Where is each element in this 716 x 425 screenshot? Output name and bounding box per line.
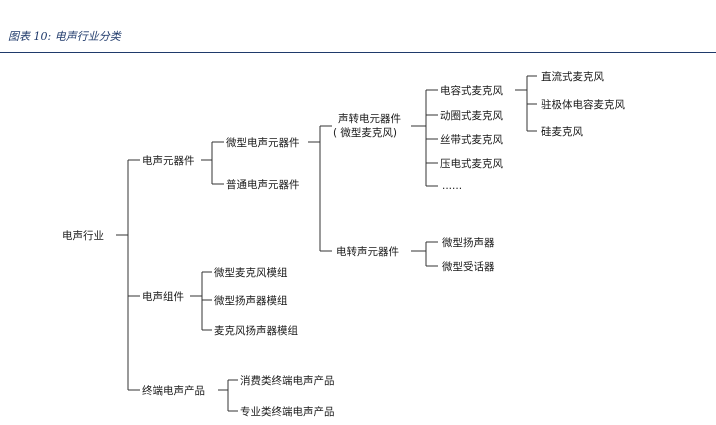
node-micro-speaker: 微型扬声器 <box>442 236 495 249</box>
node-electric-to-sound: 电转声元器件 <box>336 245 399 258</box>
node-micro-components: 微型电声元器件 <box>226 136 300 149</box>
caption-divider <box>0 52 716 53</box>
node-dynamic-mic: 动圈式麦克风 <box>440 109 503 122</box>
node-micro-receiver: 微型受话器 <box>442 260 495 273</box>
node-components: 电声元器件 <box>142 154 195 167</box>
node-condenser-mic: 电容式麦克风 <box>440 84 503 97</box>
node-terminal-products: 终端电声产品 <box>142 384 205 397</box>
node-electret-mic: 直流式麦克风 <box>541 70 604 83</box>
node-mic-speaker-module: 麦克风扬声器模组 <box>214 324 298 337</box>
figure-caption: 图表 10: 电声行业分类 <box>8 30 121 43</box>
node-pro-products: 专业类终端电声产品 <box>240 405 335 418</box>
node-silicon-mic: 硅麦克风 <box>541 125 583 138</box>
node-root: 电声行业 <box>62 229 104 242</box>
node-ribbon-mic: 丝带式麦克风 <box>440 133 503 146</box>
node-sound-to-electric-sub: ( 微型麦克风) <box>333 126 397 139</box>
node-consumer-products: 消费类终端电声产品 <box>240 374 335 387</box>
node-sound-to-electric: 声转电元器件 <box>338 112 401 125</box>
node-regular-components: 普通电声元器件 <box>226 178 300 191</box>
node-mic-module: 微型麦克风模组 <box>214 266 288 279</box>
node-modules: 电声组件 <box>142 290 184 303</box>
node-speaker-module: 微型扬声器模组 <box>214 294 288 307</box>
node-piezo-mic: 压电式麦克风 <box>440 157 503 170</box>
node-ellipsis: ...... <box>442 180 462 192</box>
node-electret-condenser-mic: 驻极体电容麦克风 <box>541 98 625 111</box>
